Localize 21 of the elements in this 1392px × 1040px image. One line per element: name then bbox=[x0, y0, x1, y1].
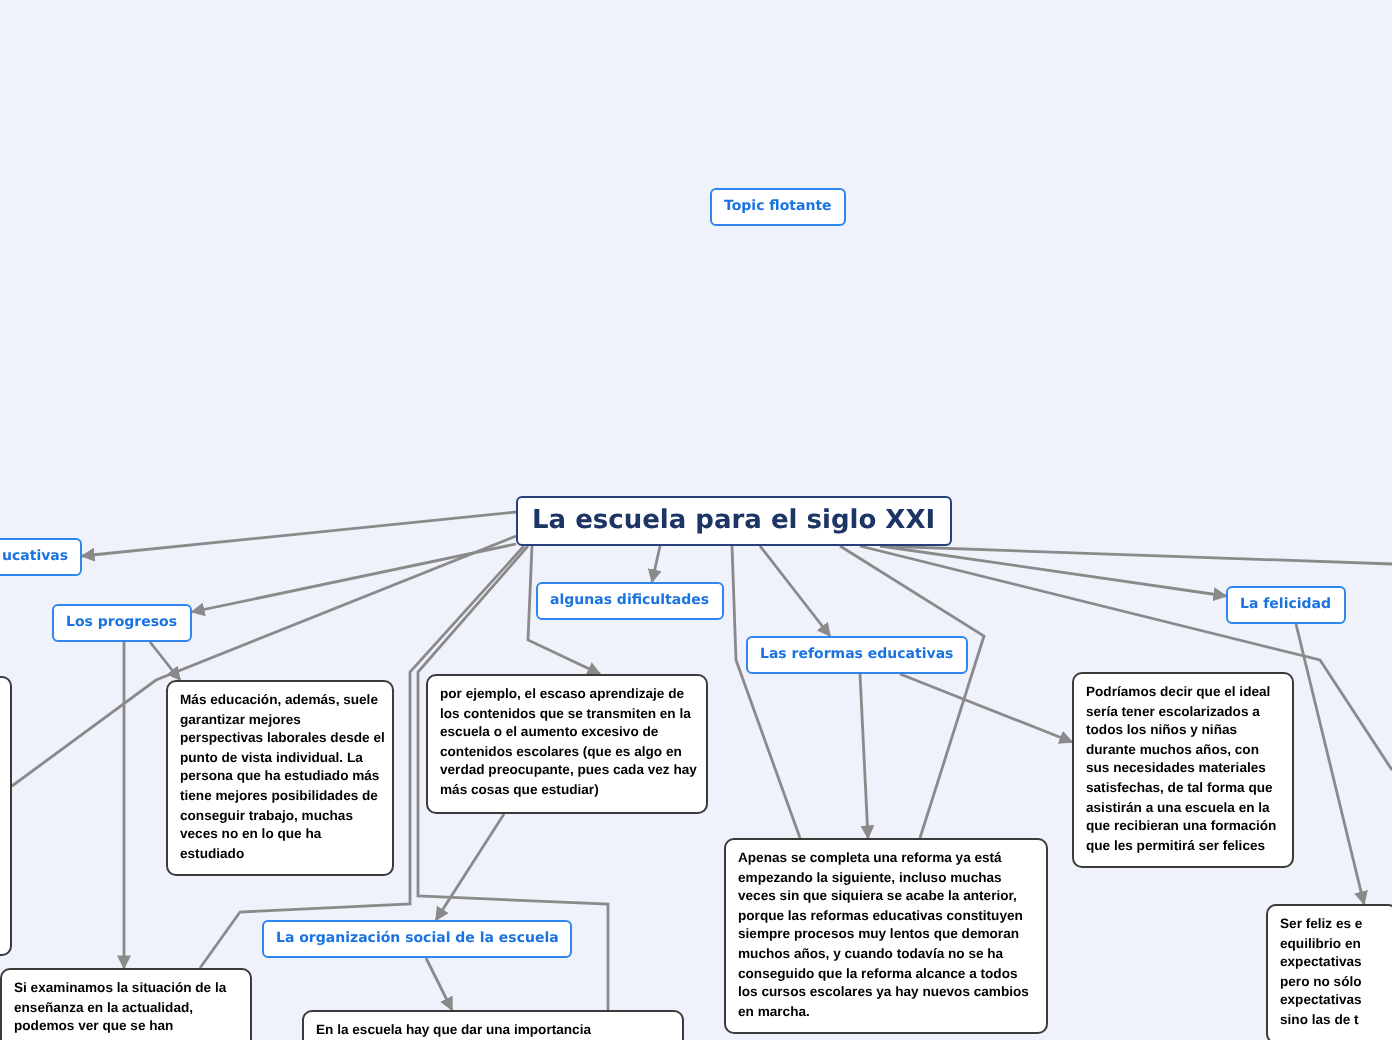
arrow bbox=[117, 642, 131, 970]
arrow bbox=[1294, 623, 1368, 906]
arrow bbox=[647, 545, 662, 584]
connector-line bbox=[839, 544, 986, 839]
arrow bbox=[190, 542, 517, 617]
connector-line bbox=[198, 545, 526, 969]
central-topic-box: La escuela para el siglo XXI bbox=[516, 496, 952, 546]
arrow bbox=[80, 510, 517, 562]
arrow bbox=[148, 641, 182, 682]
arrow bbox=[434, 813, 506, 922]
connector-line bbox=[879, 544, 1392, 566]
arrow bbox=[758, 545, 832, 638]
arrow bbox=[879, 544, 1228, 602]
connector-line bbox=[859, 544, 1392, 771]
connector-line bbox=[416, 545, 610, 1010]
arrow bbox=[526, 545, 602, 676]
arrow bbox=[899, 672, 1074, 744]
arrow bbox=[424, 957, 454, 1012]
arrow bbox=[858, 673, 875, 840]
connector-line bbox=[730, 545, 802, 839]
connector-line bbox=[11, 534, 517, 788]
